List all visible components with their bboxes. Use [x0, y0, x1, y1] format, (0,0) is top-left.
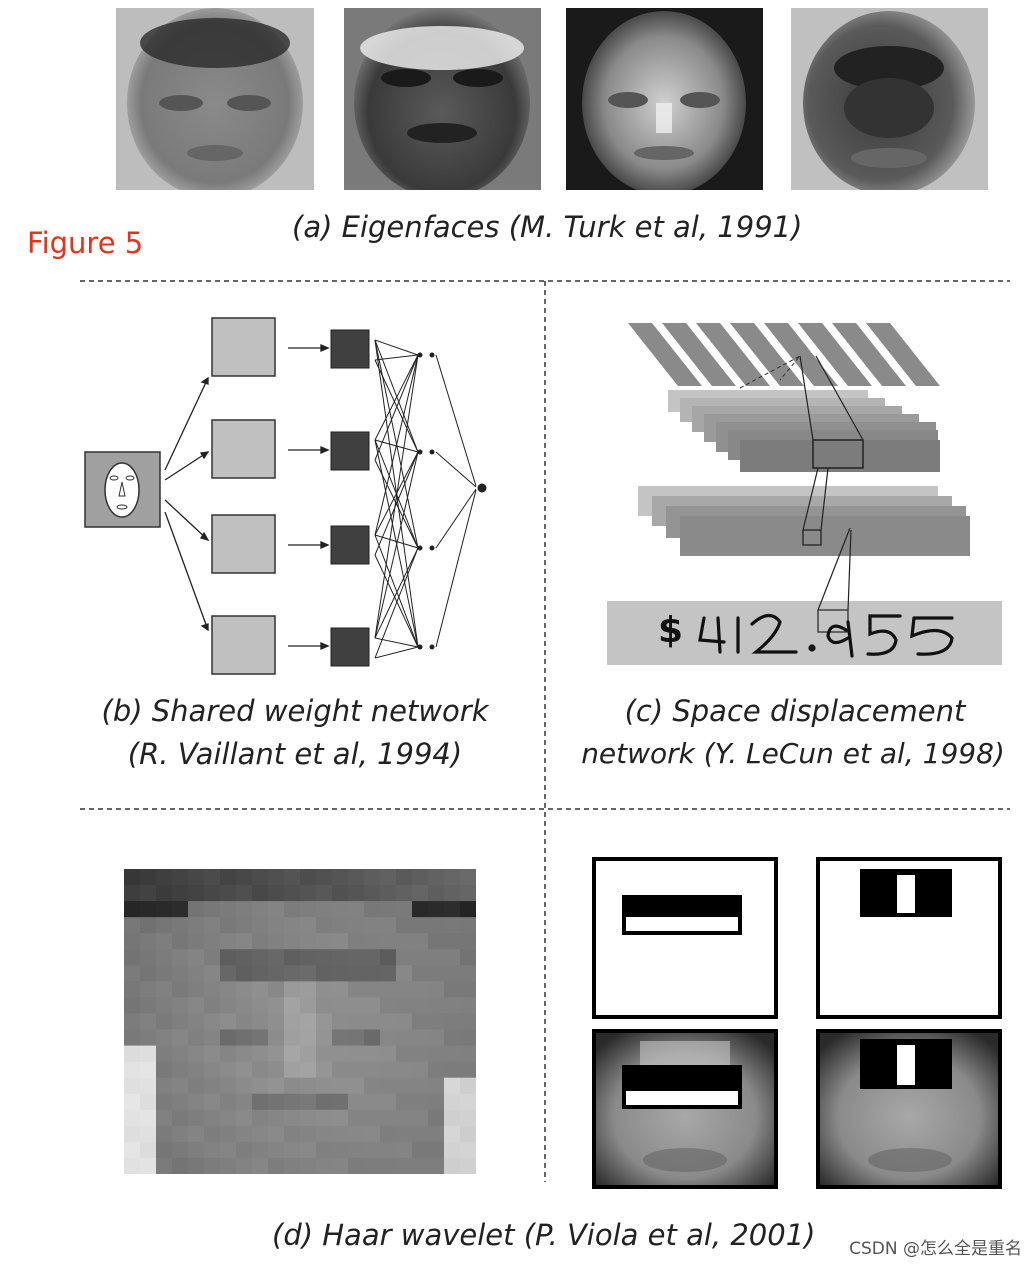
output-stripes: [628, 323, 940, 386]
caption-c-line2: network (Y. LeCun et al, 1998): [556, 737, 1030, 770]
haar-feature-horizontal-on-face: [594, 1031, 776, 1187]
upper-feature-maps: [668, 390, 940, 472]
caption-c-line1: (c) Space displacement: [560, 694, 1030, 728]
shared-weight-network-diagram: [80, 300, 500, 685]
haar-feature-vertical: [818, 859, 1000, 1017]
space-displacement-diagram: $: [600, 318, 1010, 668]
caption-b-line2: (R. Vaillant et al, 1994): [80, 737, 510, 771]
haar-features-panel: [590, 855, 1006, 1191]
pixelated-face-image: [124, 869, 476, 1174]
dollar-sign: $: [658, 610, 683, 651]
haar-feature-vertical-on-face: [818, 1031, 1000, 1187]
haar-feature-horizontal: [594, 859, 776, 1017]
caption-d: (d) Haar wavelet (P. Viola et al, 2001): [272, 1218, 815, 1252]
caption-b-line1: (b) Shared weight network: [80, 694, 510, 728]
watermark: CSDN @怎么全是重名: [849, 1234, 1022, 1259]
